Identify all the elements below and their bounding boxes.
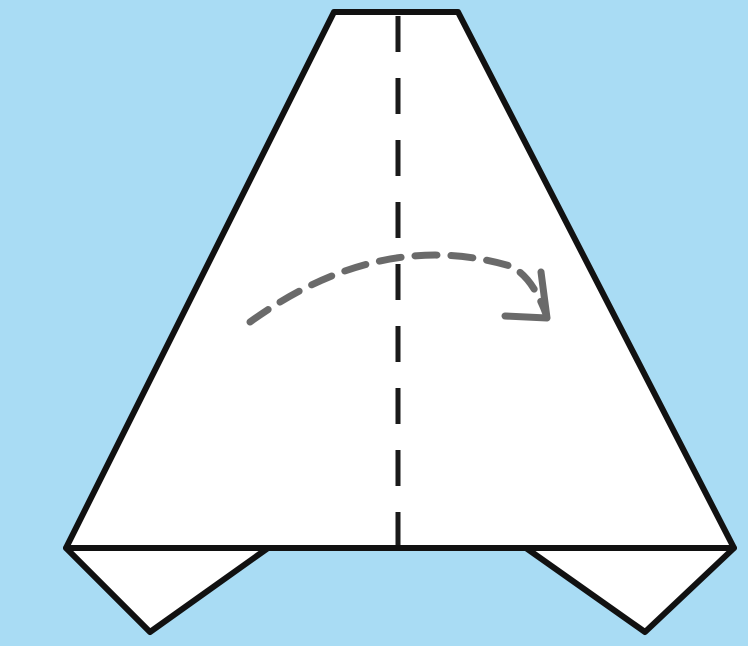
fold-diagram — [0, 0, 748, 646]
